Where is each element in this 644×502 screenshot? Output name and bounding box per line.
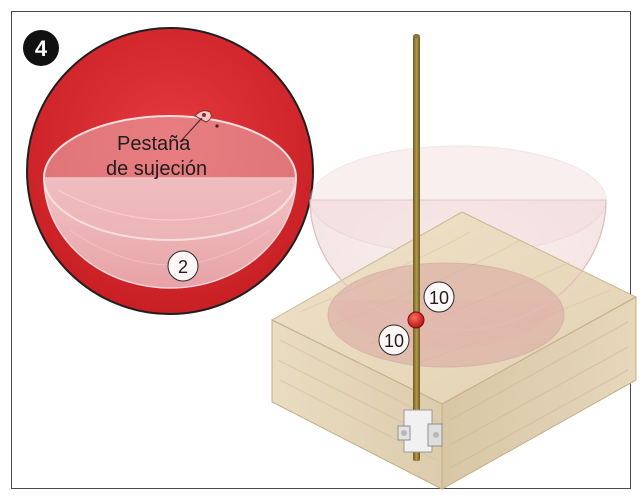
callout-label-line2: de sujeción [106, 158, 207, 180]
assembly-view: 10 10 [270, 34, 638, 490]
wood-base-right-face [441, 296, 637, 490]
part-number-badge-10-lower: 10 [378, 324, 410, 356]
step-number-badge: 4 [23, 30, 59, 66]
red-stop-ball [407, 311, 425, 329]
hemisphere-bowl-icon [43, 110, 297, 289]
rod-clamp-icon [397, 409, 443, 453]
callout-leader-line [179, 117, 203, 143]
detail-circle-outline [26, 27, 314, 315]
step-number: 4 [35, 36, 48, 61]
part-number-badge-10-upper: 10 [423, 281, 455, 313]
part-number-badge-2: 2 [167, 250, 199, 282]
detail-view: Pestaña de sujeción 2 [26, 27, 314, 315]
svg-text:10: 10 [429, 288, 449, 308]
fixation-tab [194, 110, 219, 128]
callout-label-line1: Pestaña [117, 133, 191, 155]
svg-text:10: 10 [384, 331, 404, 351]
brass-rod-icon [413, 34, 420, 461]
svg-text:2: 2 [178, 257, 188, 277]
